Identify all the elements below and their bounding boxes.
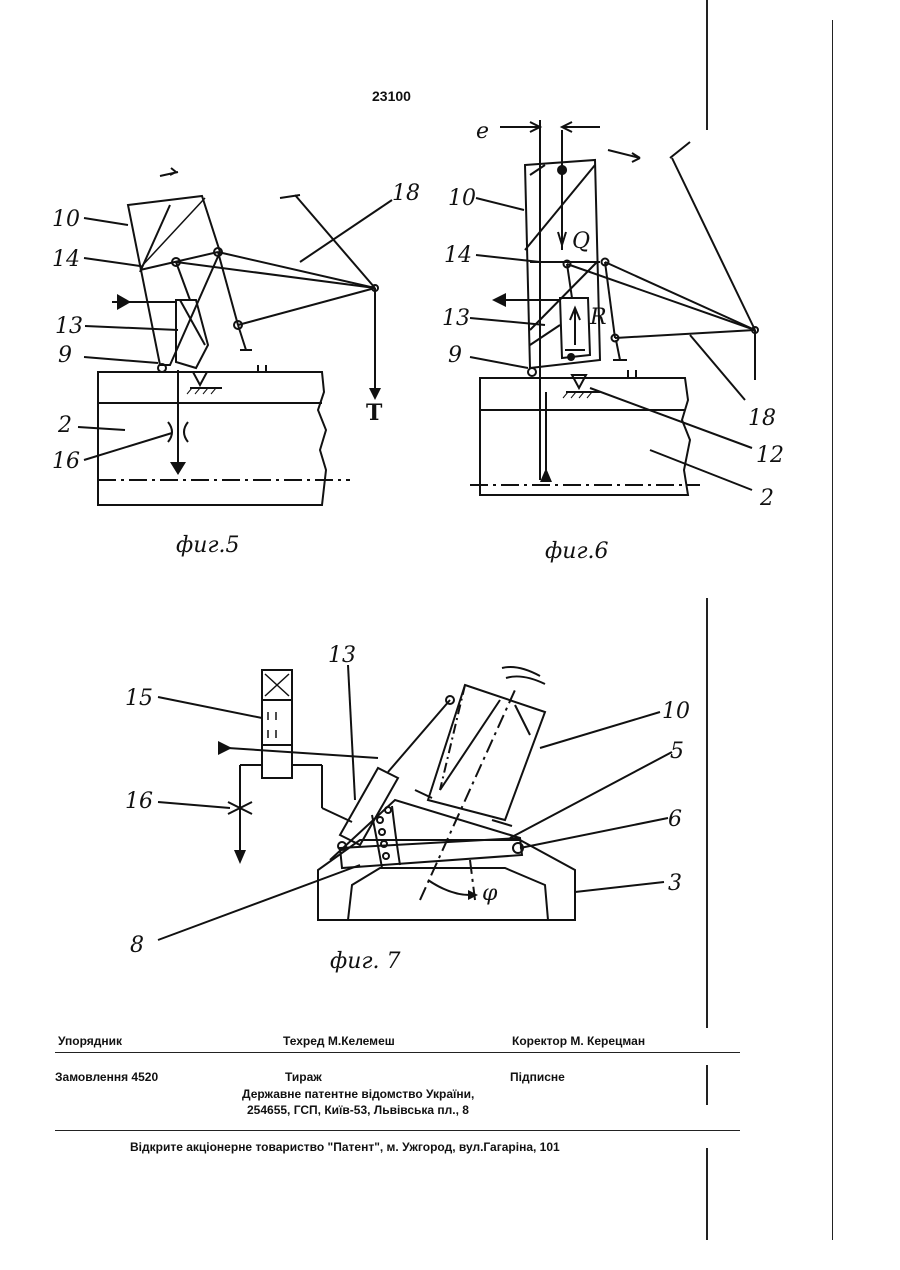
fig7-label-phi: φ [482,881,498,906]
colophon-order: Замовлення 4520 [55,1070,158,1084]
colophon-tech-editor: Техред М.Келемеш [283,1034,395,1048]
fig7-label-13: 13 [328,643,356,668]
colophon-circulation: Тираж [285,1070,322,1084]
colophon-proofreader: Коректор М. Керецман [512,1034,645,1048]
colophon-subscription: Підписне [510,1070,565,1084]
right-margin-rule [706,598,708,1028]
colophon-address: 254655, ГСП, Київ-53, Львівська пл., 8 [247,1103,469,1117]
fig7-label-10: 10 [662,699,690,724]
fig7-pressure-source-icon [218,741,232,755]
fig7-label-3: 3 [668,871,682,896]
far-right-rule [832,20,833,1240]
fig7-label-5: 5 [670,739,684,764]
colophon-divider [55,1130,740,1131]
fig7-label-6: 6 [668,807,682,832]
fig7-label-15: 15 [125,686,153,711]
colophon-compiler: Упорядник [58,1034,122,1048]
right-margin-rule [706,0,708,130]
colophon-publisher: Відкрите акціонерне товариство "Патент",… [130,1140,560,1154]
colophon-office: Державне патентне відомство України, [242,1087,474,1101]
right-margin-rule [706,1065,708,1105]
fig7-drawing [158,665,672,940]
fig7-caption: фиг. 7 [330,949,401,974]
colophon-divider [55,1052,740,1053]
right-margin-rule [706,1148,708,1240]
fig7-label-16: 16 [125,789,153,814]
fig7-label-8: 8 [130,933,144,958]
fig7-drain-arrow-icon [234,850,246,864]
